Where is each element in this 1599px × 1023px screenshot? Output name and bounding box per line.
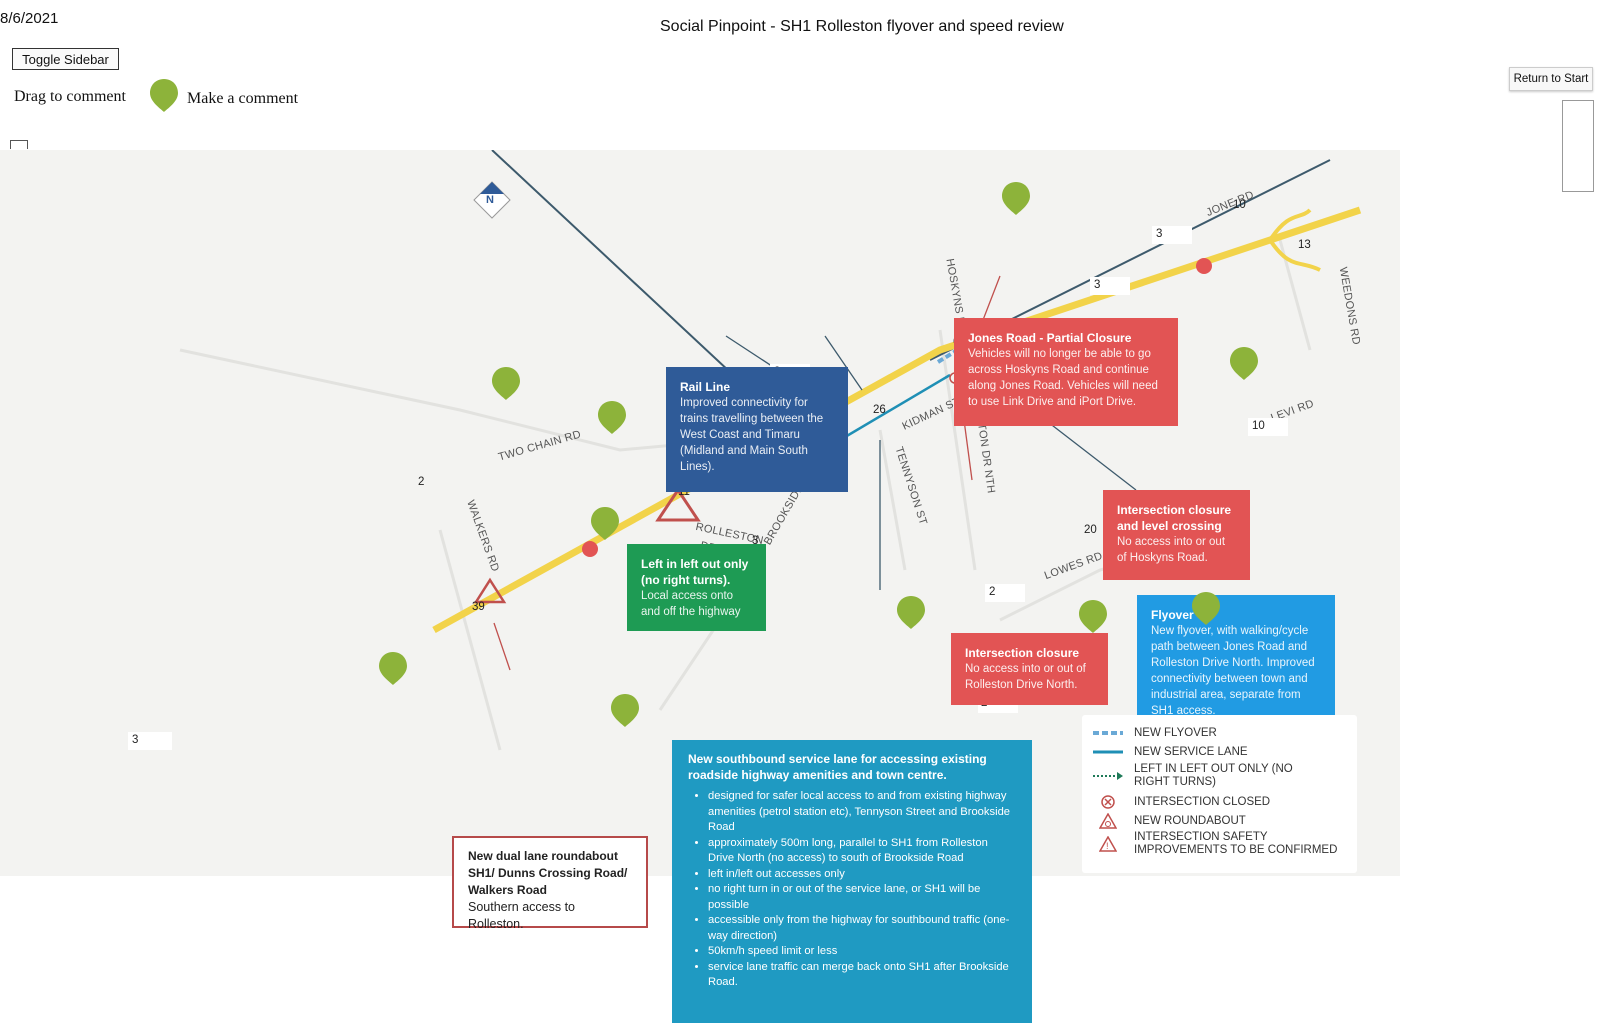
callout-title: Flyover xyxy=(1151,608,1194,622)
comment-count[interactable]: 3 xyxy=(752,535,759,547)
checkbox[interactable] xyxy=(10,140,28,149)
legend-label: LEFT IN LEFT OUT ONLY (NO RIGHT TURNS) xyxy=(1134,763,1293,788)
callout-title: Jones Road - Partial Closure xyxy=(968,331,1132,345)
callout-body: Local access onto and off the highway xyxy=(641,590,741,618)
comment-pin-icon[interactable] xyxy=(1228,345,1260,381)
toggle-sidebar-button[interactable]: Toggle Sidebar xyxy=(12,48,119,70)
list-item: designed for safer local access to and f… xyxy=(708,789,1016,836)
drag-to-comment-label: Drag to comment xyxy=(14,88,126,105)
print-date: 8/6/2021 xyxy=(0,10,59,27)
comment-count[interactable]: 13 xyxy=(1298,239,1311,251)
return-to-start-button[interactable]: Return to Start xyxy=(1509,67,1593,91)
compass-label: N xyxy=(486,194,494,206)
comment-count[interactable]: 3 xyxy=(132,734,139,746)
comment-count[interactable]: 2 xyxy=(418,476,425,488)
callout-body: No access into or out of Hoskyns Road. xyxy=(1117,536,1226,564)
callout-flyover: Flyover New flyover, with walking/cycle … xyxy=(1137,595,1335,728)
callout-service-lane: New southbound service lane for accessin… xyxy=(672,740,1032,1023)
page-title: Social Pinpoint - SH1 Rolleston flyover … xyxy=(660,18,1064,35)
comment-count[interactable]: 3 xyxy=(1094,279,1101,291)
comment-count[interactable]: 39 xyxy=(472,601,485,613)
callout-title: Left in left out only (no right turns). xyxy=(641,557,749,587)
flyover-dash-icon xyxy=(1082,725,1134,741)
list-item: no right turn in or out of the service l… xyxy=(708,882,1016,913)
comment-pin-icon[interactable] xyxy=(895,594,927,630)
map-scroll-strip[interactable] xyxy=(1562,100,1594,192)
service-lane-list: designed for safer local access to and f… xyxy=(688,789,1016,991)
comment-pin-icon[interactable] xyxy=(148,77,180,113)
callout-body: Vehicles will no longer be able to go ac… xyxy=(968,348,1158,408)
roundabout-icon xyxy=(1082,813,1134,829)
comment-count[interactable]: 20 xyxy=(1084,524,1097,536)
map-legend: NEW FLYOVER NEW SERVICE LANE LEFT IN LEF… xyxy=(1082,715,1357,873)
service-lane-line-icon xyxy=(1082,744,1134,760)
compass-icon xyxy=(473,181,511,219)
comment-count[interactable]: 11 xyxy=(678,486,690,498)
comment-pin-icon[interactable] xyxy=(1000,180,1032,216)
callout-title: New dual lane roundabout SH1/ Dunns Cros… xyxy=(468,849,628,897)
legend-label: INTERSECTION CLOSED xyxy=(1134,795,1271,808)
callout-body: Improved connectivity for trains travell… xyxy=(680,397,824,473)
comment-count[interactable]: 10 xyxy=(1233,199,1246,211)
list-item: left in/left out accesses only xyxy=(708,867,1016,883)
comment-count[interactable]: 10 xyxy=(1252,420,1265,432)
sh1-shield-icon xyxy=(1196,258,1212,274)
callout-rolleston-drive-closure: Intersection closure No access into or o… xyxy=(951,633,1108,705)
legend-label: NEW SERVICE LANE xyxy=(1134,745,1248,758)
comment-pin-icon[interactable] xyxy=(1077,598,1109,634)
comment-pin-icon[interactable] xyxy=(490,365,522,401)
callout-roundabout: New dual lane roundabout SH1/ Dunns Cros… xyxy=(452,836,648,931)
callout-title: Rail Line xyxy=(680,380,731,394)
comment-count[interactable]: 26 xyxy=(873,404,886,416)
callout-hoskyns-closure: Intersection closure and level crossing … xyxy=(1103,490,1250,580)
callout-jones-road: Jones Road - Partial Closure Vehicles wi… xyxy=(954,318,1178,426)
callout-rail-line: Rail Line Improved connectivity for trai… xyxy=(666,367,848,492)
callout-body: Southern access to Rolleston. xyxy=(468,900,576,931)
comment-pin-icon[interactable] xyxy=(377,650,409,686)
comment-pin-icon[interactable] xyxy=(1190,590,1222,626)
list-item: approximately 500m long, parallel to SH1… xyxy=(708,836,1016,867)
intersection-closed-icon xyxy=(1082,794,1134,810)
sh1-shield-icon xyxy=(582,541,598,557)
callout-title: New southbound service lane for accessin… xyxy=(688,752,987,782)
make-comment-label: Make a comment xyxy=(187,90,299,107)
comment-pin-icon[interactable] xyxy=(589,505,621,541)
callout-title: Intersection closure and level crossing xyxy=(1117,503,1232,533)
comment-count[interactable]: 3 xyxy=(1156,228,1163,240)
legend-label: NEW ROUNDABOUT xyxy=(1134,814,1246,827)
callout-body: New flyover, with walking/cycle path bet… xyxy=(1151,625,1315,717)
list-item: 50km/h speed limit or less xyxy=(708,944,1016,960)
svg-text:!: ! xyxy=(1106,841,1109,851)
callout-title: Intersection closure xyxy=(965,646,1080,660)
legend-label: INTERSECTION SAFETY IMPROVEMENTS TO BE C… xyxy=(1134,831,1338,856)
comment-pin-icon[interactable] xyxy=(596,399,628,435)
roundabout-icon xyxy=(473,577,507,604)
comment-pin-icon[interactable] xyxy=(609,692,641,728)
dotted-arrow-icon xyxy=(1082,768,1134,784)
warning-triangle-icon: ! xyxy=(1082,836,1134,852)
warning-triangle-icon xyxy=(655,487,701,522)
callout-body: No access into or out of Rolleston Drive… xyxy=(965,663,1086,691)
callout-left-in-left-out: Left in left out only (no right turns). … xyxy=(627,544,766,631)
list-item: service lane traffic can merge back onto… xyxy=(708,960,1016,991)
legend-label: NEW FLYOVER xyxy=(1134,726,1217,739)
list-item: accessible only from the highway for sou… xyxy=(708,913,1016,944)
comment-count[interactable]: 2 xyxy=(989,586,996,598)
